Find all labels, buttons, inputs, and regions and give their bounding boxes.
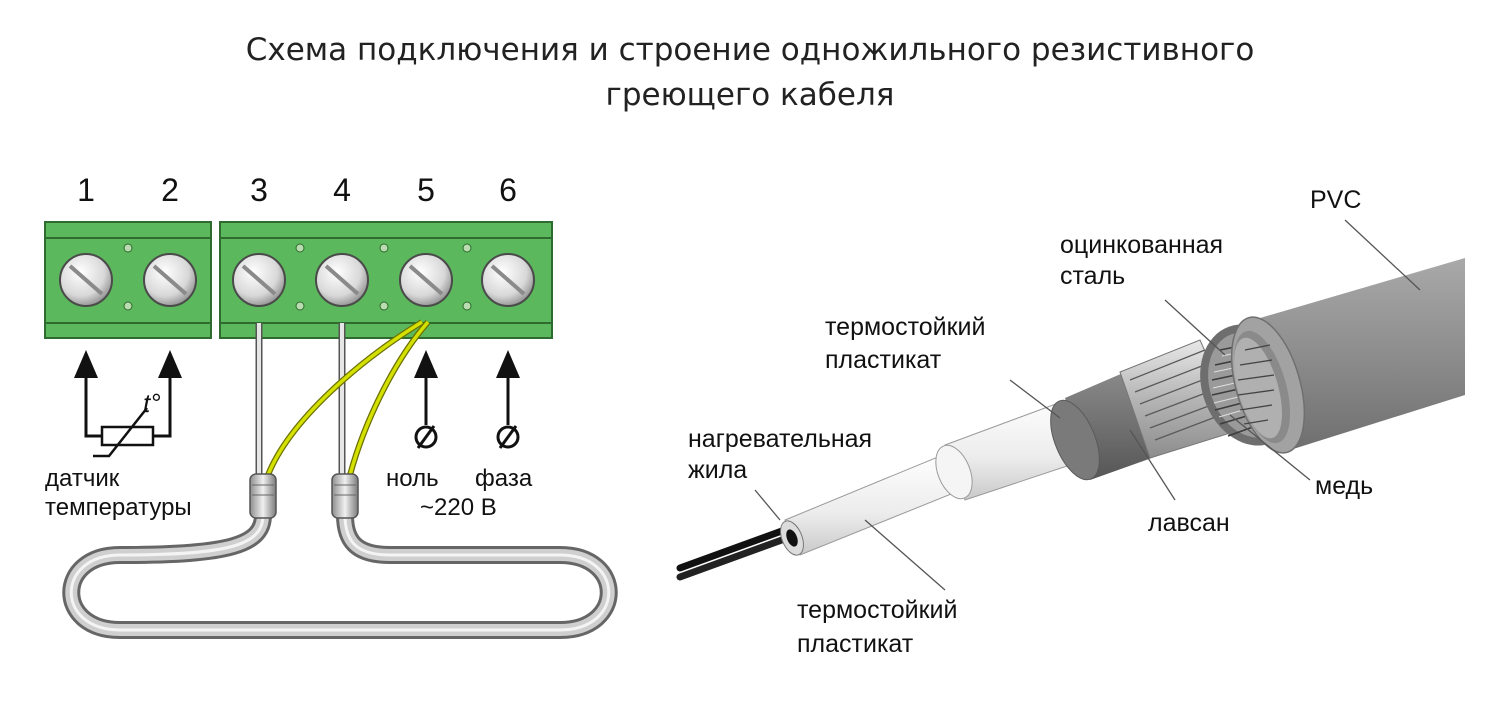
terminal-screws <box>59 253 535 307</box>
screw-5 <box>399 253 453 307</box>
screw-3 <box>232 253 286 307</box>
screw-4 <box>315 253 369 307</box>
label-galvanized-steel-line-2: сталь <box>1060 262 1125 290</box>
sensor-label-line-1: датчик <box>45 465 120 492</box>
neutral-arrow-icon <box>414 350 438 378</box>
sensor-arrow-2-icon <box>158 350 182 378</box>
thermistor-icon <box>100 425 155 447</box>
cable-ferrules <box>249 473 359 519</box>
terminal-number-1: 1 <box>77 172 95 208</box>
phase-arrow-icon <box>496 350 520 378</box>
label-pvc: PVC <box>1310 186 1361 214</box>
terminal-numbers: 1 2 3 4 5 6 <box>77 172 517 208</box>
title-line-1: Схема подключения и строение одножильног… <box>245 32 1255 68</box>
screw-6 <box>481 253 535 307</box>
terminal-number-4: 4 <box>333 172 351 208</box>
neutral-terminal-icon <box>414 425 438 449</box>
label-heat-resistant-outer-line-1: термостойкий <box>825 313 985 341</box>
label-heating-core-line-2: жила <box>688 456 747 484</box>
heating-cable-loop <box>62 506 618 639</box>
diagram-title: Схема подключения и строение одножильног… <box>0 28 1500 118</box>
cable-structure-diagram: PVC оцинкованная сталь термостойкий плас… <box>676 186 1465 658</box>
terminal-block-diagram: 1 2 3 4 5 6 <box>44 172 618 639</box>
voltage-label: ~220 В <box>420 494 497 521</box>
terminal-number-2: 2 <box>161 172 179 208</box>
temperature-sensor-wiring <box>74 350 182 458</box>
sensor-label-line-2: температуры <box>45 494 192 521</box>
label-heat-resistant-inner-line-2: пластикат <box>797 630 914 658</box>
title-line-2: греющего кабеля <box>605 77 895 113</box>
label-heat-resistant-outer-line-2: пластикат <box>825 346 942 374</box>
cable-labels: PVC оцинкованная сталь термостойкий плас… <box>688 186 1373 658</box>
terminal-number-5: 5 <box>417 172 435 208</box>
neutral-label: ноль <box>386 465 439 492</box>
power-wiring <box>414 350 520 449</box>
label-heat-resistant-inner-line-1: термостойкий <box>797 596 957 624</box>
leader-lines <box>754 219 1421 591</box>
terminal-wires <box>255 319 431 477</box>
sensor-symbol: t° <box>143 388 161 418</box>
terminal-number-3: 3 <box>250 172 268 208</box>
phase-label: фаза <box>475 465 533 492</box>
pvc-sheath <box>1230 258 1465 454</box>
heating-core <box>676 524 794 581</box>
label-heating-core-line-1: нагревательная <box>688 425 872 453</box>
label-copper: медь <box>1315 472 1373 500</box>
ferrule-right <box>331 473 359 519</box>
phase-terminal-icon <box>496 425 520 449</box>
sensor-arrow-1-icon <box>74 350 98 378</box>
label-lavsan: лавсан <box>1148 509 1230 537</box>
terminal-number-6: 6 <box>499 172 517 208</box>
label-galvanized-steel-line-1: оцинкованная <box>1060 231 1223 259</box>
screw-1 <box>59 253 113 307</box>
ferrule-left <box>249 473 277 519</box>
screw-2 <box>143 253 197 307</box>
